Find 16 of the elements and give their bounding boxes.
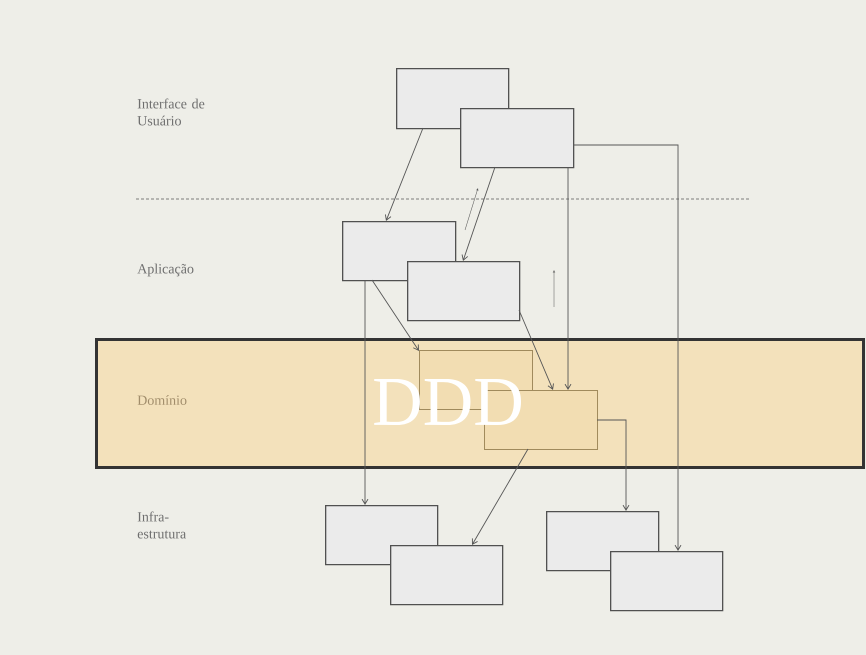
arrow [572,144,682,551]
arrow [518,310,554,390]
arrow [362,280,368,505]
layer-label: Interface de Usuário [138,98,204,126]
box [460,108,574,168]
layer-label: Infra-estrutura [138,512,186,538]
layer-label: Aplicação [137,264,194,276]
box [390,545,504,606]
arrow [472,448,528,545]
arrow [596,420,630,511]
arrow [564,166,572,390]
box [407,261,520,322]
arrow [372,280,419,351]
arrow [384,128,424,221]
box [610,551,724,612]
arrow [462,166,496,261]
